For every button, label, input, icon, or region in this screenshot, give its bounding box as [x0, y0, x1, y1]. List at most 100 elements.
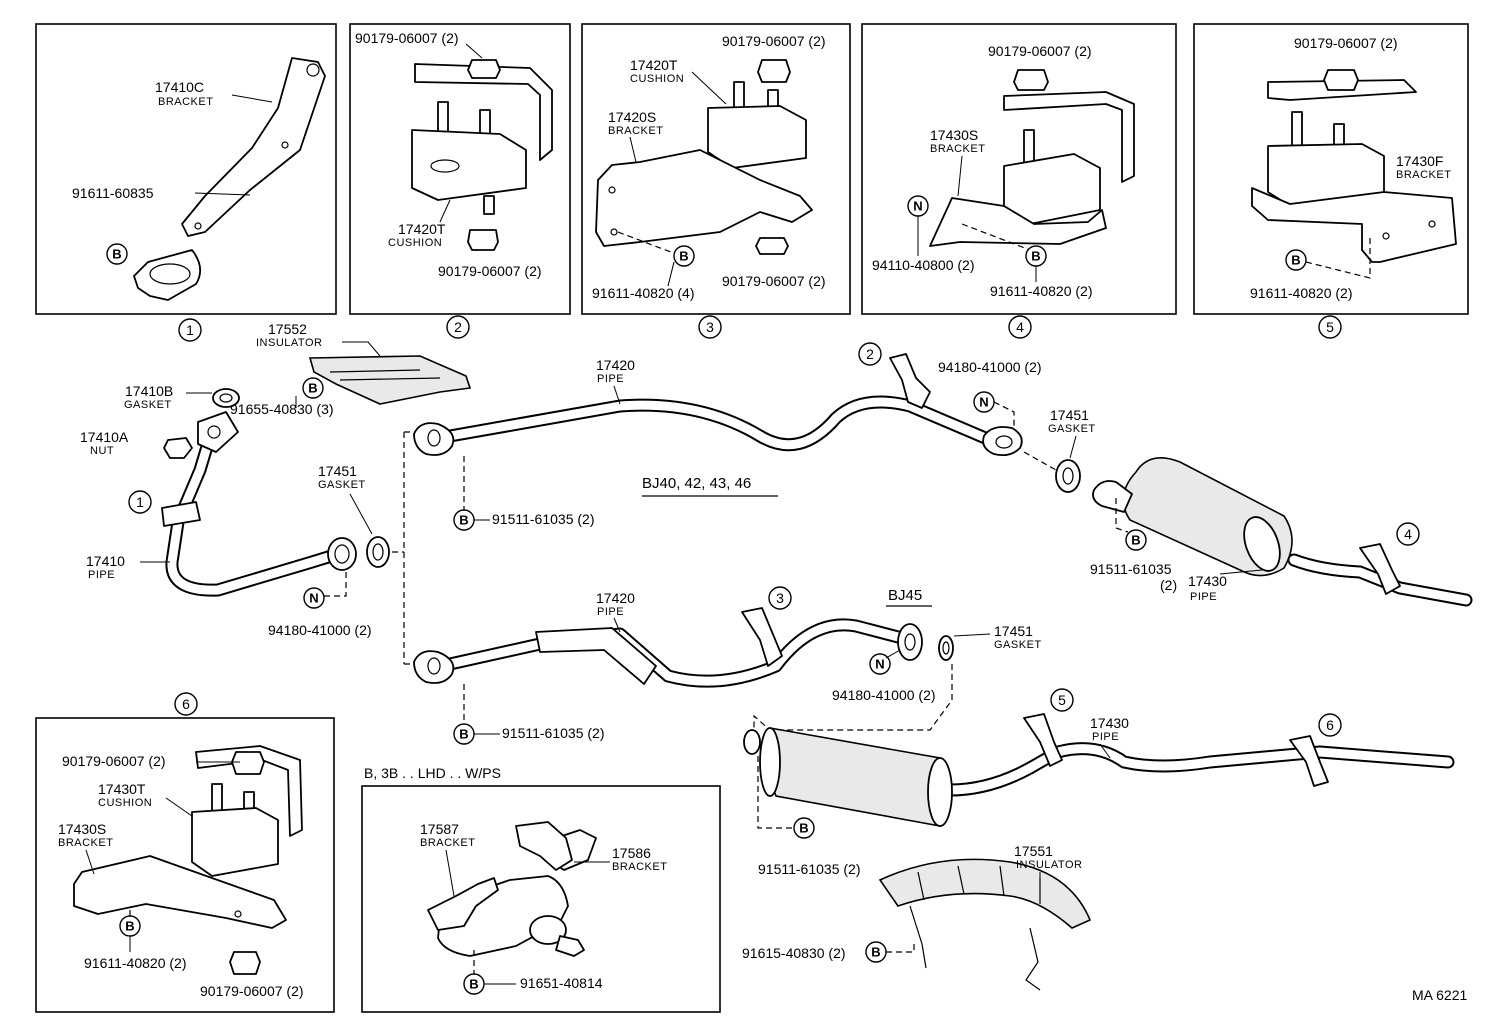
svg-text:B: B: [459, 727, 468, 742]
muffler-inlet: [1092, 480, 1133, 513]
stud: [437, 101, 449, 135]
part-name: BRACKET: [930, 143, 985, 155]
part-name: PIPE: [88, 569, 115, 581]
bracket-17410c: [181, 57, 326, 237]
bracket-17430s: [929, 197, 1107, 247]
rear-flange: [327, 537, 357, 571]
nut-bottom: [755, 237, 789, 255]
part-name: PIPE: [1092, 731, 1119, 743]
index-marker-6: [174, 692, 198, 716]
callout-b-marker: [673, 245, 695, 267]
svg-text:B: B: [125, 919, 134, 934]
part-number: 94180-41000 (2): [938, 359, 1042, 375]
hanger-bracket: [1023, 713, 1063, 767]
part-number: 90179-06007 (2): [722, 273, 826, 289]
callout-b-marker: [1285, 249, 1307, 271]
nut-bottom: [229, 951, 261, 975]
svg-text:6: 6: [1326, 717, 1334, 733]
bracket-17420s: [595, 149, 813, 247]
callout-b-marker: [302, 377, 324, 399]
inset-2: 90179-06007 (2) 17420T CUSHION 90179-060…: [349, 23, 571, 339]
index-marker-1: [178, 318, 202, 342]
muffler-front-cap: [759, 727, 781, 797]
cushion-17420t: [411, 129, 527, 201]
svg-text:5: 5: [1058, 692, 1066, 708]
svg-text:B: B: [1131, 533, 1140, 548]
inset-3: 90179-06007 (2) 17420T CUSHION 17420S BR…: [581, 23, 851, 339]
part-number: 17451: [1050, 407, 1089, 423]
part-number: 17430S: [58, 821, 106, 837]
insulator-17551: [878, 858, 1092, 929]
index-marker-5: [1318, 315, 1342, 339]
pump-pulley: [529, 915, 567, 945]
index-marker-6: [1318, 713, 1342, 737]
part-number: 17410: [86, 553, 125, 569]
svg-text:2: 2: [454, 319, 462, 335]
nut-top: [1013, 69, 1049, 91]
part-name: GASKET: [318, 479, 366, 491]
part-number: 17420: [596, 590, 635, 606]
svg-text:B: B: [799, 821, 808, 836]
svg-text:N: N: [875, 657, 884, 672]
part-number: 91615-40830 (2): [742, 945, 846, 961]
svg-text:N: N: [913, 199, 922, 214]
part-number: 90179-06007 (2): [722, 33, 826, 49]
callout-n-marker: [303, 587, 325, 609]
index-marker-4: [1396, 522, 1420, 546]
nut-top: [467, 59, 501, 79]
bracket-hole: [306, 63, 320, 77]
part-number: 17552: [268, 321, 307, 337]
svg-text:1: 1: [136, 494, 144, 510]
main-assembly: 17552 INSULATOR B 91655-40830 (3) 17410B…: [80, 321, 1473, 991]
part-number: 91611-40820 (2): [990, 283, 1092, 299]
cushion-17430t: [191, 807, 279, 877]
pipe-clamp: [133, 249, 202, 301]
part-number: 90179-06007 (2): [988, 43, 1092, 59]
svg-text:2: 2: [866, 346, 874, 362]
svg-text:B: B: [679, 249, 688, 264]
inlet-flange: [413, 650, 455, 684]
svg-text:B: B: [459, 513, 468, 528]
cushion-slot: [430, 159, 460, 173]
part-number: 17430S: [930, 127, 978, 143]
gasket-17410b: [212, 388, 240, 408]
svg-text:B: B: [112, 247, 121, 262]
part-name: GASKET: [124, 399, 172, 411]
part-number: 17420: [596, 357, 635, 373]
hanger-bracket: [741, 607, 783, 667]
part-number: 17420T: [630, 57, 678, 73]
svg-text:B: B: [308, 381, 317, 396]
svg-text:4: 4: [1016, 319, 1024, 335]
gasket-17451: [938, 635, 954, 661]
muffler-inlet-flange: [743, 729, 761, 755]
nut-top: [1323, 69, 1359, 91]
part-number: 17420S: [608, 109, 656, 125]
part-number: 17451: [318, 463, 357, 479]
front-clamp: [161, 501, 201, 527]
muffler-bj45: [766, 727, 947, 827]
part-number: 17430F: [1396, 153, 1443, 169]
muffler-end-cap: [927, 757, 953, 827]
callout-n-marker: [869, 653, 891, 675]
index-marker-5: [1050, 688, 1074, 712]
svg-text:5: 5: [1326, 319, 1334, 335]
part-number: 17586: [612, 845, 651, 861]
part-number: 91655-40830 (3): [230, 401, 334, 417]
gasket-17451: [366, 536, 390, 568]
index-marker-3: [698, 315, 722, 339]
part-number: 91511-61035 (2): [492, 511, 594, 527]
part-name: BRACKET: [158, 96, 213, 108]
cushion-17420t: [707, 105, 807, 169]
part-number: 17430: [1090, 715, 1129, 731]
part-number: 94180-41000 (2): [832, 687, 936, 703]
hanger-bracket: [1289, 735, 1329, 787]
svg-text:B: B: [871, 945, 880, 960]
hanger-bracket: [1359, 543, 1401, 595]
part-name: BRACKET: [420, 837, 475, 849]
part-name: GASKET: [1048, 423, 1096, 435]
nut-bottom: [467, 229, 499, 251]
part-number: 17420T: [398, 221, 446, 237]
index-marker-1: [128, 490, 152, 514]
inset-4: 90179-06007 (2) 17430S BRACKET N 94110-4…: [861, 23, 1177, 339]
stud: [1291, 111, 1303, 149]
